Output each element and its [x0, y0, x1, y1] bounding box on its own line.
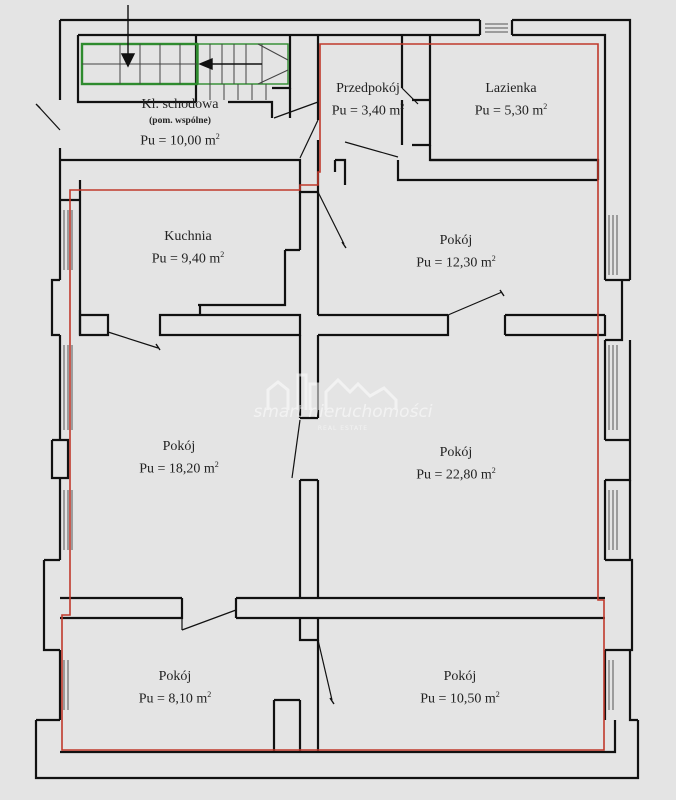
- stair-arrows: [120, 5, 262, 71]
- room-name: Kuchnia: [164, 229, 212, 244]
- apartment-outline: [61, 43, 605, 751]
- room-name: Pokój: [439, 445, 473, 460]
- watermark-brand: smart nieruchomości: [253, 402, 433, 422]
- room-area: Pu = 10,50 m: [420, 691, 496, 707]
- room-label-room-e: Pokój Pu = 22,80 m2: [416, 445, 496, 483]
- room-name: Pokój: [158, 669, 192, 684]
- room-label-hall: Przedpokój Pu = 3,40 m2: [331, 81, 405, 119]
- room-label-room-ne: Pokój Pu = 12,30 m2: [416, 233, 496, 271]
- room-area: Pu = 22,80 m: [416, 467, 492, 483]
- room-label-kitchen: Kuchnia Pu = 9,40 m2: [151, 229, 225, 267]
- watermark-subtitle: REAL ESTATE: [317, 425, 369, 432]
- windows: [63, 23, 618, 710]
- room-area: Pu = 12,30 m: [416, 255, 492, 271]
- room-name: Lazienka: [485, 81, 537, 96]
- room-area: Pu = 18,20 m: [139, 461, 215, 477]
- room-label-room-w: Pokój Pu = 18,20 m2: [139, 439, 219, 477]
- room-area: Pu = 5,30 m: [474, 103, 544, 119]
- room-name: Pokój: [439, 233, 473, 248]
- room-area: Pu = 3,40 m: [331, 103, 401, 119]
- room-name: Pokój: [443, 669, 477, 684]
- stair-treads: [82, 43, 289, 100]
- room-area: Pu = 9,40 m: [151, 251, 221, 267]
- outer-walls: [34, 18, 640, 780]
- room-label-room-se: Pokój Pu = 10,50 m2: [420, 669, 500, 707]
- room-area: Pu = 8,10 m: [138, 691, 208, 707]
- room-label-bathroom: Lazienka Pu = 5,30 m2: [474, 81, 548, 119]
- skyline-icon: [266, 373, 398, 410]
- doors: [37, 87, 503, 701]
- room-name: Pokój: [162, 439, 196, 454]
- room-name: Kl. schodowa: [141, 97, 219, 112]
- watermark: smart nieruchomości REAL ESTATE: [238, 370, 448, 440]
- room-name: Przedpokój: [336, 81, 400, 96]
- room-area: Pu = 10,00 m: [140, 133, 216, 149]
- room-note: (pom. wspólne): [149, 116, 211, 126]
- room-label-room-sw: Pokój Pu = 8,10 m2: [138, 669, 212, 707]
- room-label-stairs: Kl. schodowa (pom. wspólne) Pu = 10,00 m…: [140, 97, 220, 149]
